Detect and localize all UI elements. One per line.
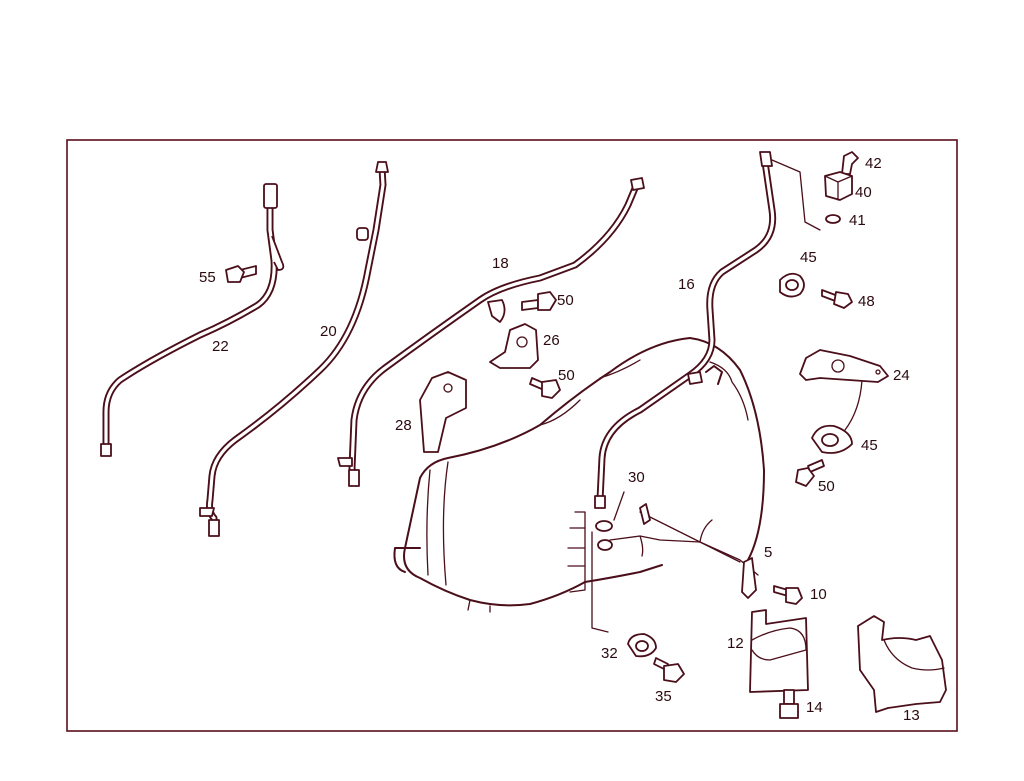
callout-40: 40	[855, 184, 872, 201]
clamp-45-upper	[779, 272, 805, 298]
callout-50-mid: 50	[558, 367, 575, 384]
callout-32: 32	[601, 645, 618, 662]
callout-41: 41	[849, 212, 866, 229]
callout-45-upper: 45	[800, 249, 817, 266]
bolt-14	[779, 689, 799, 719]
bolt-55	[225, 265, 257, 283]
callout-45-lower: 45	[861, 437, 878, 454]
callout-14: 14	[806, 699, 823, 716]
callout-18: 18	[492, 255, 509, 272]
washer-30	[595, 520, 613, 532]
callout-48: 48	[858, 293, 875, 310]
diagram-frame	[66, 139, 958, 732]
callout-42: 42	[865, 155, 882, 172]
pipe-18	[337, 177, 645, 487]
callout-35: 35	[655, 688, 672, 705]
callout-16: 16	[678, 276, 695, 293]
washer-41	[825, 214, 841, 224]
callout-20: 20	[320, 323, 337, 340]
leader-lines	[591, 159, 863, 633]
callout-55: 55	[199, 269, 216, 286]
callout-12: 12	[727, 635, 744, 652]
transmission-housing	[393, 337, 765, 613]
callout-50-right: 50	[818, 478, 835, 495]
bracket-28	[419, 371, 467, 453]
callout-5: 5	[764, 544, 772, 561]
callout-50-top: 50	[557, 292, 574, 309]
bracket-24	[799, 349, 889, 383]
callout-30: 30	[628, 469, 645, 486]
clamp-32	[627, 633, 657, 658]
bolt-10	[773, 585, 803, 605]
pipe-20	[199, 161, 389, 537]
callout-24: 24	[893, 367, 910, 384]
callout-22: 22	[212, 338, 229, 355]
bolt-50-top	[521, 291, 557, 311]
callout-13: 13	[903, 707, 920, 724]
bracket-5	[639, 503, 757, 599]
part-40	[824, 171, 853, 201]
callout-26: 26	[543, 332, 560, 349]
heat-shield-12	[749, 609, 809, 693]
bolt-50-mid	[529, 377, 561, 399]
clamp-45-lower	[811, 424, 853, 454]
callout-labels: 42 40 41 45 48 24 45 50 16 18 50 26 50 2…	[199, 155, 920, 724]
pipe-22	[100, 183, 285, 457]
bolt-35	[653, 657, 685, 683]
clip-42	[841, 151, 859, 175]
bracket-26	[489, 323, 539, 369]
bolt-50-right	[795, 459, 825, 487]
callout-28: 28	[395, 417, 412, 434]
callout-10: 10	[810, 586, 827, 603]
heat-shield-13	[857, 615, 947, 713]
bolt-48	[821, 289, 853, 309]
pipe-16	[594, 151, 777, 509]
